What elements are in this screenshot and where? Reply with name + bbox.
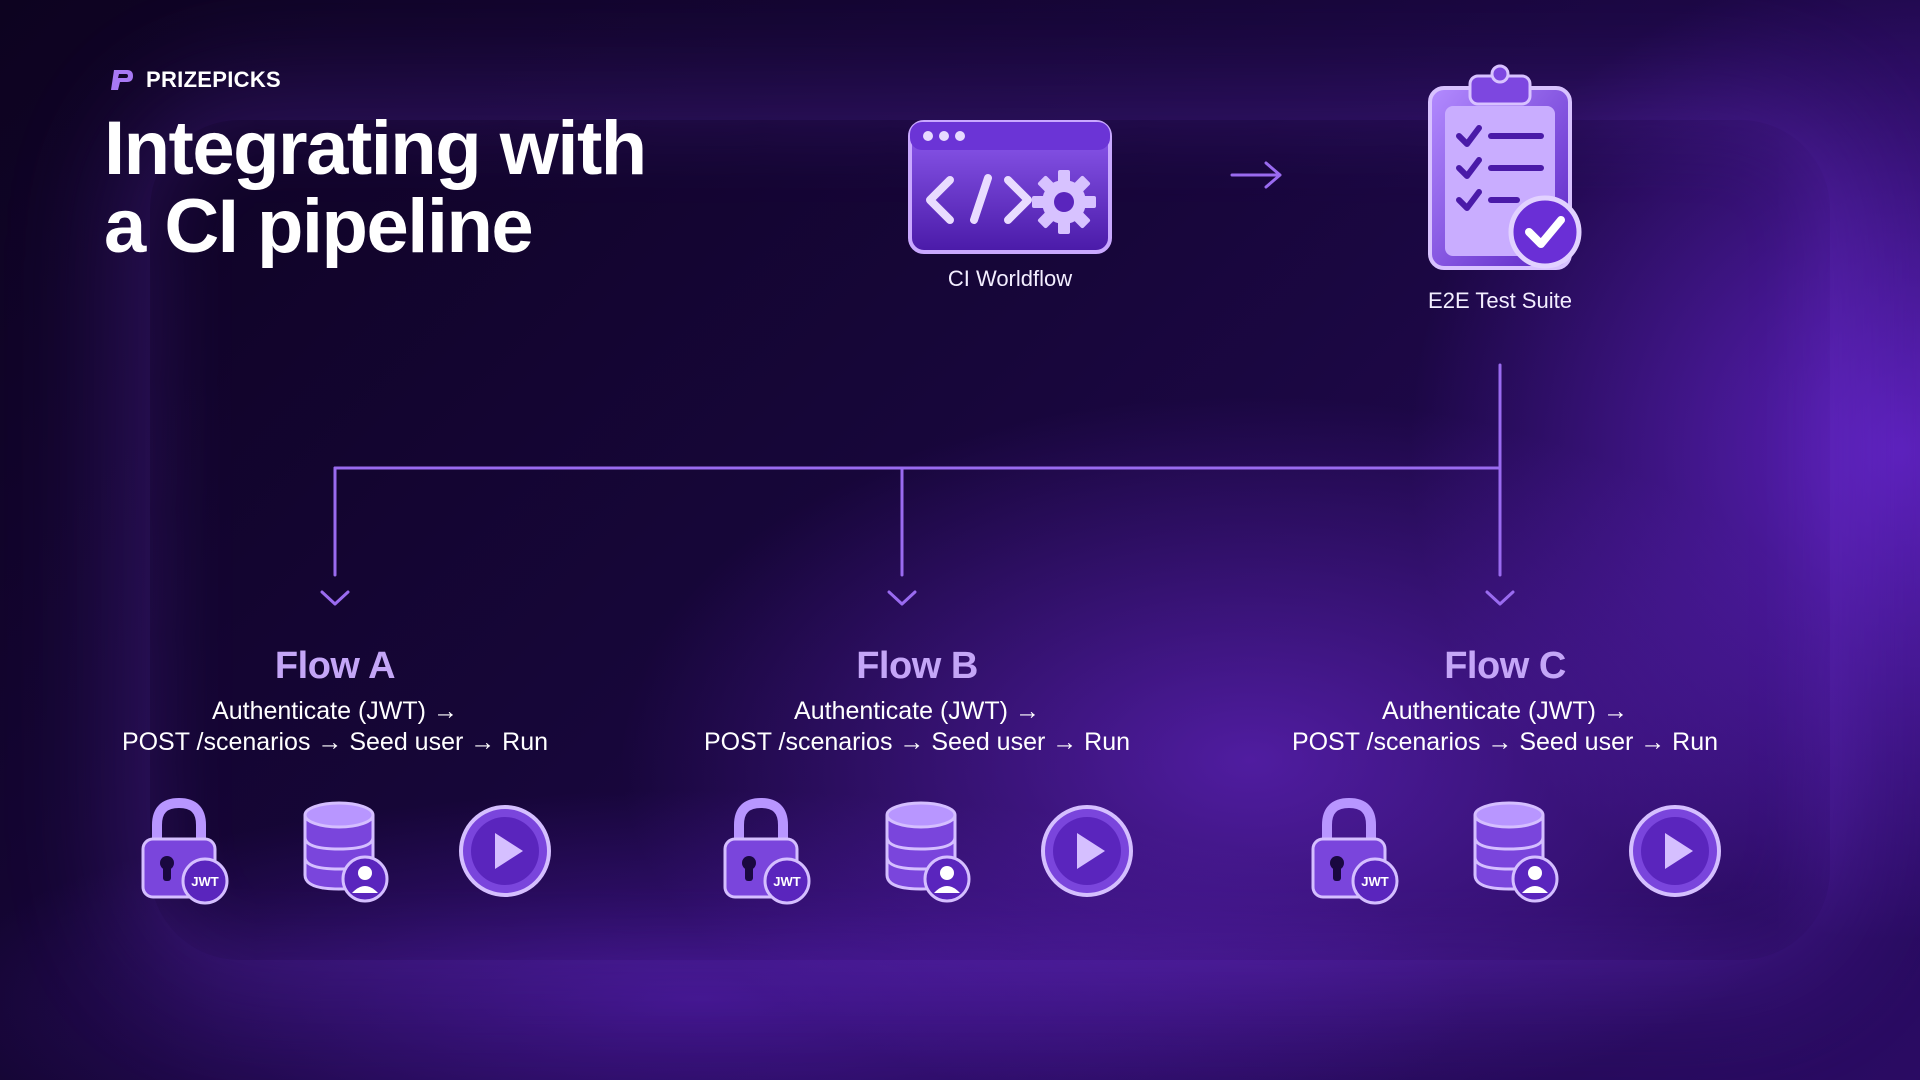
database-user-icon — [303, 801, 389, 903]
jwt-lock-icon: JWT — [141, 797, 229, 905]
ci-workflow-label: CI Worldflow — [947, 266, 1073, 291]
flow-a-steps-line-2: POST /scenarios → Seed user → Run — [121, 728, 549, 756]
play-button-icon — [1041, 805, 1133, 897]
page-title-line-2: a CI pipeline — [104, 184, 534, 269]
ci-to-e2e-arrow — [1230, 161, 1282, 189]
jwt-badge-text: JWT — [773, 874, 801, 889]
e2e-test-suite-node: E2E Test Suite — [1380, 60, 1620, 314]
clipboard-checklist-icon — [1428, 64, 1582, 270]
jwt-lock-icon: JWT — [723, 797, 811, 905]
page-title-line-1: Integrating with — [104, 106, 647, 191]
flow-c-steps-line-1: Authenticate (JWT) → — [1382, 697, 1628, 725]
flow-a-title: Flow A — [274, 645, 396, 687]
flow-c-steps-line-2: POST /scenarios → Seed user → Run — [1291, 728, 1719, 756]
flow-c-steps: Authenticate (JWT) → POST /scenarios → S… — [1245, 696, 1765, 758]
play-button-icon — [1629, 805, 1721, 897]
chevron-down-icon-b — [887, 590, 917, 606]
flow-b: Flow B Authenticate (JWT) → POST /scenar… — [657, 645, 1177, 758]
flow-c-title: Flow C — [1444, 645, 1566, 687]
brand-name: PRIZEPICKS — [146, 67, 282, 92]
code-window-gear-icon — [908, 120, 1112, 254]
flow-c: Flow C Authenticate (JWT) → POST /scenar… — [1245, 645, 1765, 758]
database-user-icon — [1473, 801, 1559, 903]
flow-a-steps: Authenticate (JWT) → POST /scenarios → S… — [75, 696, 595, 758]
chevron-down-icon-a — [320, 590, 350, 606]
flow-c-icons: JWT — [1305, 795, 1725, 905]
play-button-icon — [459, 805, 551, 897]
jwt-badge-text: JWT — [191, 874, 219, 889]
flow-a-icons: JWT — [135, 795, 555, 905]
page-title: Integrating with a CI pipeline — [104, 110, 724, 266]
flow-b-title: Flow B — [856, 645, 978, 687]
brand: PRIZEPICKS — [108, 66, 281, 94]
e2e-test-suite-label: E2E Test Suite — [1428, 288, 1572, 313]
flow-a-steps-line-1: Authenticate (JWT) → — [212, 697, 458, 725]
flow-b-steps-line-1: Authenticate (JWT) → — [794, 697, 1040, 725]
jwt-badge-text: JWT — [1361, 874, 1389, 889]
database-user-icon — [885, 801, 971, 903]
ci-workflow-node: CI Worldflow — [880, 110, 1140, 292]
flow-b-steps: Authenticate (JWT) → POST /scenarios → S… — [657, 696, 1177, 758]
flow-a: Flow A Authenticate (JWT) → POST /scenar… — [75, 645, 595, 758]
flow-b-icons: JWT — [717, 795, 1137, 905]
jwt-lock-icon: JWT — [1311, 797, 1399, 905]
prizepicks-logo-icon — [111, 70, 133, 90]
chevron-down-icon-c — [1485, 590, 1515, 606]
flow-b-steps-line-2: POST /scenarios → Seed user → Run — [703, 728, 1131, 756]
